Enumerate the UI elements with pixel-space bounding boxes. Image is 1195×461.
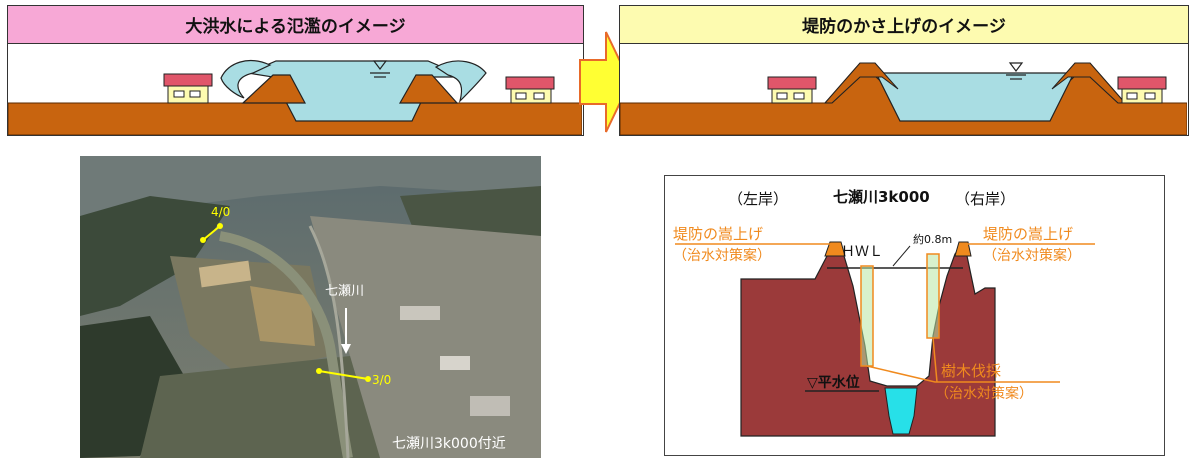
water-level-mark (1006, 62, 1026, 80)
levee-raise-title: 堤防のかさ上げのイメージ (802, 17, 1006, 37)
river-label: 七瀬川 (325, 284, 364, 299)
flood-levee-right (398, 74, 459, 104)
right-raise-label: 堤防の嵩上げ (983, 225, 1073, 243)
transition-arrow-icon (579, 31, 632, 133)
marker-3-0 (316, 368, 371, 382)
cross-section-diagram: （左岸） 七瀬川3k000 （右岸） 堤防の嵩上げ （治水対策案） 堤防の嵩上げ… (673, 188, 1095, 437)
house-left-icon (767, 76, 817, 104)
left-levee-raise (824, 241, 846, 257)
photo-caption: 七瀬川3k000付近 (392, 436, 506, 452)
flood-image-panel: 大洪水による氾濫のイメージ (7, 5, 584, 136)
tree-cut-zone-right (926, 253, 940, 339)
flood-illustration (8, 60, 582, 135)
left-raise-label: 堤防の嵩上げ (673, 225, 763, 243)
house-right-icon (1117, 76, 1167, 104)
flood-levee-left (241, 74, 307, 104)
cross-section-title: 七瀬川3k000 (833, 188, 930, 206)
hwl-label: ＨＷＬ (841, 244, 883, 260)
flood-image-title: 大洪水による氾濫のイメージ (185, 17, 406, 37)
levee-raise-header: 堤防のかさ上げのイメージ (620, 6, 1188, 44)
raised-levee-left (823, 62, 899, 104)
aerial-photo-image: 4/0 3/0 七瀬川 七瀬川3k000付近 (80, 156, 541, 458)
normal-water-label: ▽平水位 (807, 374, 860, 391)
left-raise-sub: （治水対策案） (673, 247, 771, 264)
flood-overflow-left (220, 60, 272, 99)
levee-raise-illustration (620, 62, 1187, 135)
raised-levee-right (1051, 62, 1127, 104)
left-bank-label: （左岸） (728, 190, 788, 208)
approx-label: 約0.8m (913, 232, 952, 246)
low-water-channel (884, 387, 918, 435)
aerial-photo: 4/0 3/0 七瀬川 七瀬川3k000付近 (80, 156, 541, 458)
house-right-icon (505, 76, 555, 104)
tree-cut-sub: （治水対策案） (935, 385, 1033, 402)
tree-cut-label: 樹木伐採 (941, 362, 1001, 380)
flood-overflow-right (434, 60, 487, 103)
tree-cut-zone-left (860, 265, 874, 367)
water-level-mark (370, 60, 390, 78)
flood-image-header: 大洪水による氾濫のイメージ (8, 6, 583, 44)
approx-tick (892, 245, 911, 267)
marker-4-0 (200, 223, 223, 243)
river-direction-arrow-icon (341, 308, 351, 354)
house-left-icon (163, 73, 213, 104)
right-bank-label: （右岸） (955, 190, 1015, 208)
levee-raise-panel: 堤防のかさ上げのイメージ (619, 5, 1189, 136)
annotation-leaders (675, 243, 1095, 383)
marker-4-0-label: 4/0 (211, 205, 230, 219)
right-raise-sub: （治水対策案） (983, 247, 1081, 264)
marker-3-0-label: 3/0 (372, 373, 391, 387)
right-levee-raise (954, 241, 972, 257)
raise-water (875, 72, 1075, 122)
cross-section-panel: （左岸） 七瀬川3k000 （右岸） 堤防の嵩上げ （治水対策案） 堤防の嵩上げ… (664, 175, 1165, 456)
